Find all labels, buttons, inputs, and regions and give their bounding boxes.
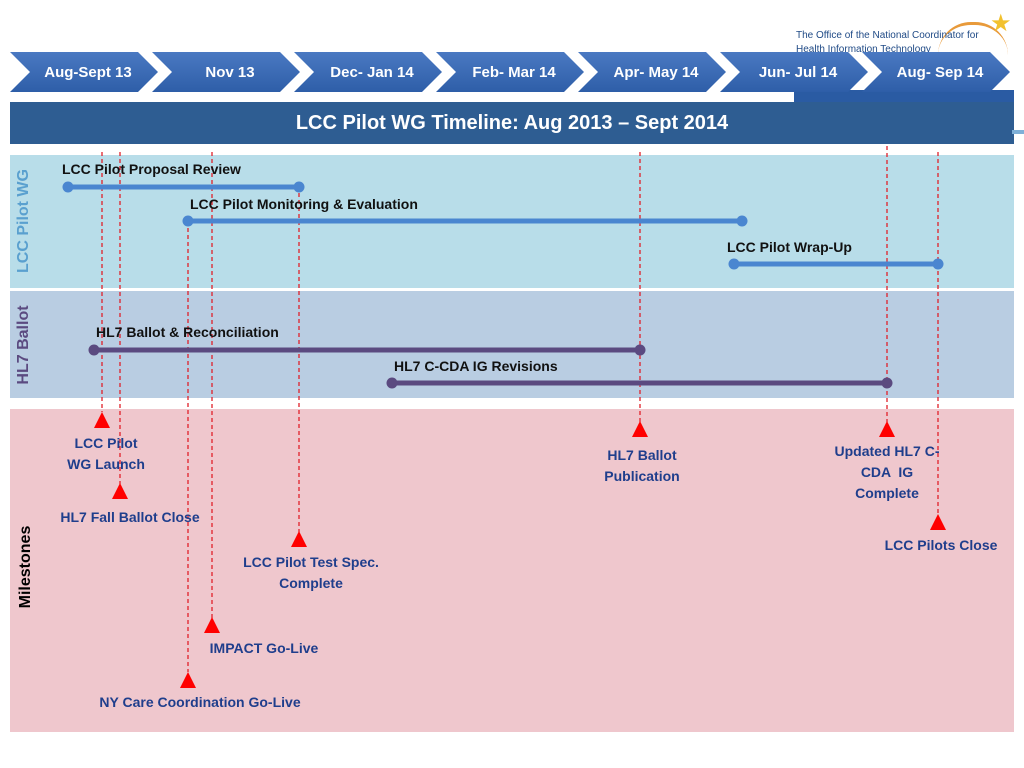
milestone-marker bbox=[112, 483, 128, 499]
bar-start-dot bbox=[728, 258, 740, 270]
bar-end-dot bbox=[634, 344, 646, 356]
milestone-marker bbox=[94, 412, 110, 428]
period-chevron: Nov 13 bbox=[152, 52, 300, 92]
milestone-label: LCC Pilot Test Spec. Complete bbox=[243, 554, 379, 591]
lane-hl7-ballot bbox=[10, 291, 1014, 398]
bar-start-dot bbox=[62, 181, 74, 193]
milestone-label: NY Care Coordination Go-Live bbox=[99, 694, 301, 710]
milestone-label: HL7 Fall Ballot Close bbox=[60, 509, 200, 525]
milestone-marker bbox=[879, 421, 895, 437]
title-accent bbox=[1012, 130, 1024, 134]
lane-milestones bbox=[10, 409, 1014, 732]
logo-star-icon: ★ bbox=[990, 10, 1012, 37]
period-chevron: Apr- May 14 bbox=[578, 52, 726, 92]
period-chevron: Feb- Mar 14 bbox=[436, 52, 584, 92]
milestone-label: IMPACT Go-Live bbox=[209, 640, 319, 656]
timeline-title: LCC Pilot WG Timeline: Aug 2013 – Sept 2… bbox=[10, 102, 1014, 144]
milestone-marker bbox=[291, 531, 307, 547]
milestone-marker bbox=[204, 617, 220, 633]
period-chevron: Jun- Jul 14 bbox=[720, 52, 868, 92]
milestone-label: HL7 Ballot Publication bbox=[604, 447, 680, 484]
period-chevron: Dec- Jan 14 bbox=[294, 52, 442, 92]
bar-end-dot bbox=[293, 181, 305, 193]
bar-end-dot bbox=[736, 215, 748, 227]
logo-text-line2: Health Information Technology bbox=[796, 44, 931, 52]
milestone-label: Updated HL7 C- CDA IG Complete bbox=[834, 443, 940, 501]
bar-label: LCC Pilot Monitoring & Evaluation bbox=[190, 196, 418, 212]
milestone-label: LCC Pilots Close bbox=[884, 537, 998, 553]
bar-label: LCC Pilot Proposal Review bbox=[62, 161, 241, 177]
period-chevron: Aug- Sep 14 bbox=[862, 52, 1010, 92]
period-header: Aug-Sept 13 Nov 13 Dec- Jan 14 Feb- Mar … bbox=[10, 52, 1020, 92]
milestone-label: LCC Pilot WG Launch bbox=[67, 435, 145, 472]
milestone-marker bbox=[180, 672, 196, 688]
bar-start-dot bbox=[182, 215, 194, 227]
bar-label: HL7 Ballot & Reconciliation bbox=[96, 324, 279, 340]
bar-label: HL7 C-CDA IG Revisions bbox=[394, 358, 558, 374]
bar-end-dot bbox=[881, 377, 893, 389]
bar-end-dot bbox=[932, 258, 944, 270]
milestone-marker bbox=[930, 514, 946, 530]
bar-start-dot bbox=[88, 344, 100, 356]
logo-text-line1: The Office of the National Coordinator f… bbox=[796, 30, 979, 41]
period-chevron: Aug-Sept 13 bbox=[10, 52, 158, 92]
bar-label: LCC Pilot Wrap-Up bbox=[727, 239, 852, 255]
bar-start-dot bbox=[386, 377, 398, 389]
logo-swoosh bbox=[938, 22, 1008, 55]
milestone-marker bbox=[632, 421, 648, 437]
